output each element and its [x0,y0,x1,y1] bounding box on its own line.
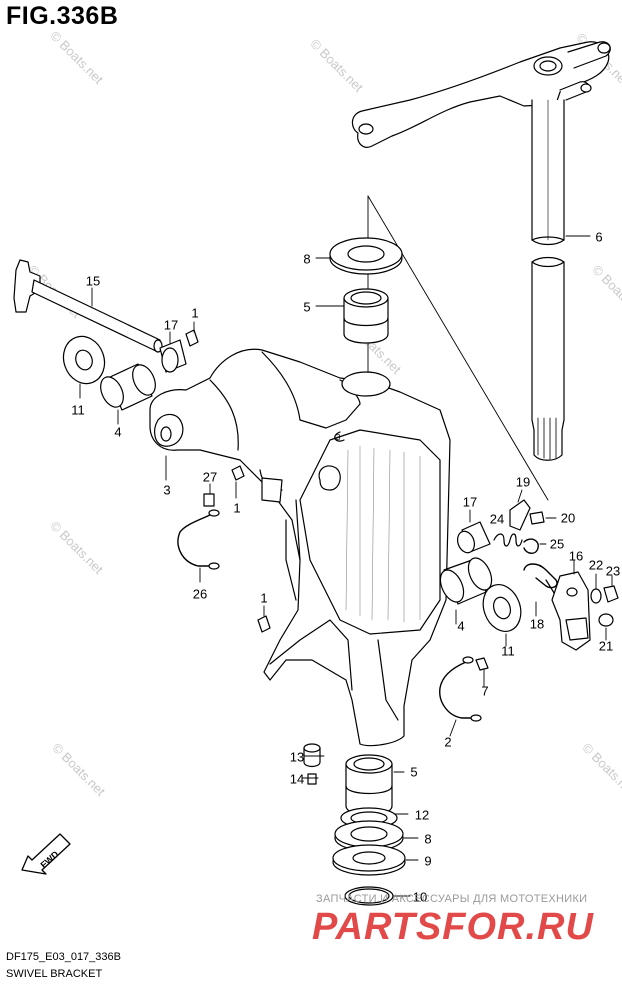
callout-11-right: 11 [501,643,515,659]
ground-wire-left [177,509,220,570]
callout-10: 10 [412,889,428,905]
callout-24: 24 [489,511,505,527]
callout-12: 12 [414,807,430,823]
steering-arm [351,41,611,148]
shop-subtitle: ЗАПЧАСТИ И АКСЕССУАРЫ ДЛЯ МОТОТЕХНИКИ [316,893,588,905]
plate-9 [332,844,406,876]
callout-5-upper: 5 [303,299,311,315]
callout-11-left: 11 [71,402,85,418]
callout-8-upper: 8 [303,251,311,267]
bolt-27 [203,493,215,507]
callout-3: 3 [163,482,171,498]
callout-23: 23 [605,563,621,579]
callout-15: 15 [85,273,101,289]
figure-name: SWIVEL BRACKET [6,968,103,980]
collar-right [456,521,491,554]
callout-9: 9 [424,853,432,869]
callout-16: 16 [568,548,584,564]
callout-19: 19 [515,474,531,490]
callout-17-left: 17 [163,317,179,333]
screw-7 [475,657,489,671]
cap-13 [303,743,321,768]
tilt-lock-lever [523,563,558,597]
ground-wire-right [439,656,482,722]
callout-14: 14 [289,771,305,787]
callout-13: 13 [289,749,305,765]
callout-5-lower: 5 [410,764,418,780]
tilt-pin [13,259,163,353]
swivel-bracket-body: 3 [149,348,451,747]
callout-22: 22 [588,557,604,573]
callout-2: 2 [444,734,452,750]
bushing-right [439,557,493,605]
tilt-lock-bracket [551,571,591,651]
callout-6: 6 [595,229,603,245]
nut-23 [603,585,619,603]
leader-lines [79,235,613,897]
bushing-left [100,363,156,411]
washer-lower [334,820,404,852]
callout-20: 20 [560,510,576,526]
bolt-20 [529,511,545,525]
nut-21 [598,613,614,627]
plate-19 [509,499,531,531]
callout-8-lower: 8 [424,831,432,847]
callout-7: 7 [481,683,489,699]
callout-18: 18 [529,616,545,632]
figure-title: FIG.336B [6,2,119,30]
callout-1-top: 1 [191,305,199,321]
grease-nipple-top [185,329,199,347]
bolt-14 [307,773,317,785]
washer-upper [329,237,403,275]
steering-shaft [531,99,565,461]
grease-nipple-low [257,615,271,633]
washer-22 [590,588,602,604]
callout-4-right: 4 [457,618,465,634]
collar-left [159,339,187,373]
ring-10 [344,886,394,906]
shop-logo[interactable]: PARTSFOR.RU [312,906,594,948]
callout-25: 25 [549,536,565,552]
clip-25 [523,538,539,554]
callout-1-mid: 1 [233,500,241,516]
svg-text:3: 3 [336,433,341,442]
model-code: DF175_E03_017_336B [6,951,121,963]
washer-left [62,335,106,385]
bushing-upper [343,288,389,344]
callout-4-left: 4 [114,424,122,440]
callout-21: 21 [598,638,614,654]
spring-24 [493,533,523,547]
grease-nipple-mid [231,465,245,481]
callout-27: 27 [202,469,218,485]
callout-17-right: 17 [462,494,478,510]
fwd-arrow-icon: FWD [21,833,71,875]
washer-right [482,584,522,632]
callout-26: 26 [192,586,208,602]
bushing-lower [345,754,393,816]
callout-1-low: 1 [260,590,268,606]
